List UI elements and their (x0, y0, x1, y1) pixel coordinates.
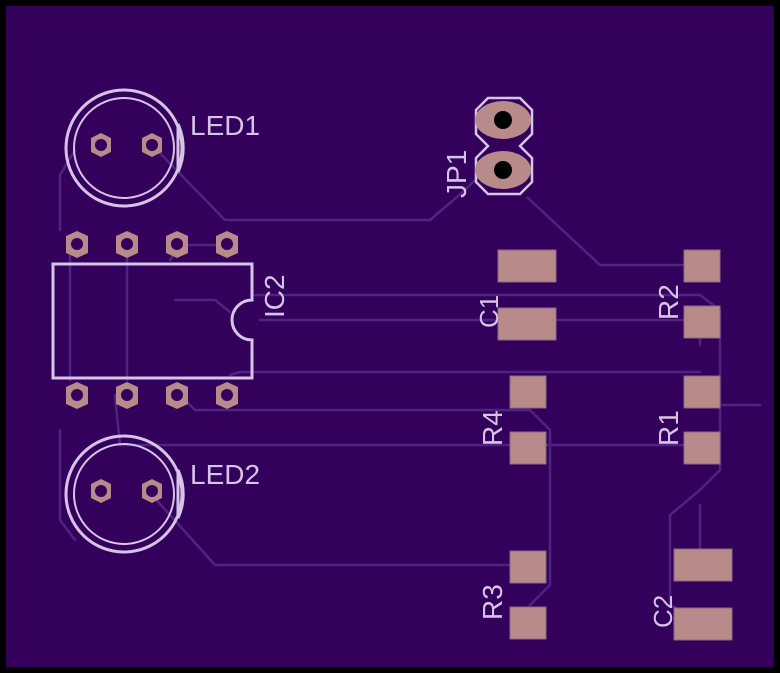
r1-pad-top (683, 375, 721, 409)
c1-pad-bottom (497, 307, 557, 341)
r1-label: R1 (653, 410, 684, 446)
c2-label: C2 (648, 595, 678, 628)
r4-pad-bottom (509, 431, 547, 465)
r4-pad-top (509, 375, 547, 409)
c1-pad-top (497, 249, 557, 283)
c2-pad-bottom (673, 607, 733, 641)
r3-label: R3 (477, 584, 508, 620)
r2-pad-top (683, 249, 721, 283)
ic2-footprint (51, 231, 254, 409)
c1-label: C1 (474, 295, 504, 328)
ic2-label: IC2 (259, 274, 290, 318)
smd-pads (497, 249, 733, 641)
led1-footprint (64, 88, 185, 208)
r2-pad-bottom (683, 305, 721, 339)
r3-pad-bottom (509, 606, 547, 640)
r3-pad-top (509, 550, 547, 584)
r1-pad-bottom (683, 431, 721, 465)
led1-label: LED1 (190, 110, 260, 141)
r4-label: R4 (477, 410, 508, 446)
r2-label: R2 (653, 284, 684, 320)
jp1-label: JP1 (441, 150, 472, 198)
c2-pad-top (673, 548, 733, 582)
led2-label: LED2 (190, 459, 260, 490)
led2-footprint (64, 434, 185, 554)
jp1-footprint (474, 96, 534, 196)
